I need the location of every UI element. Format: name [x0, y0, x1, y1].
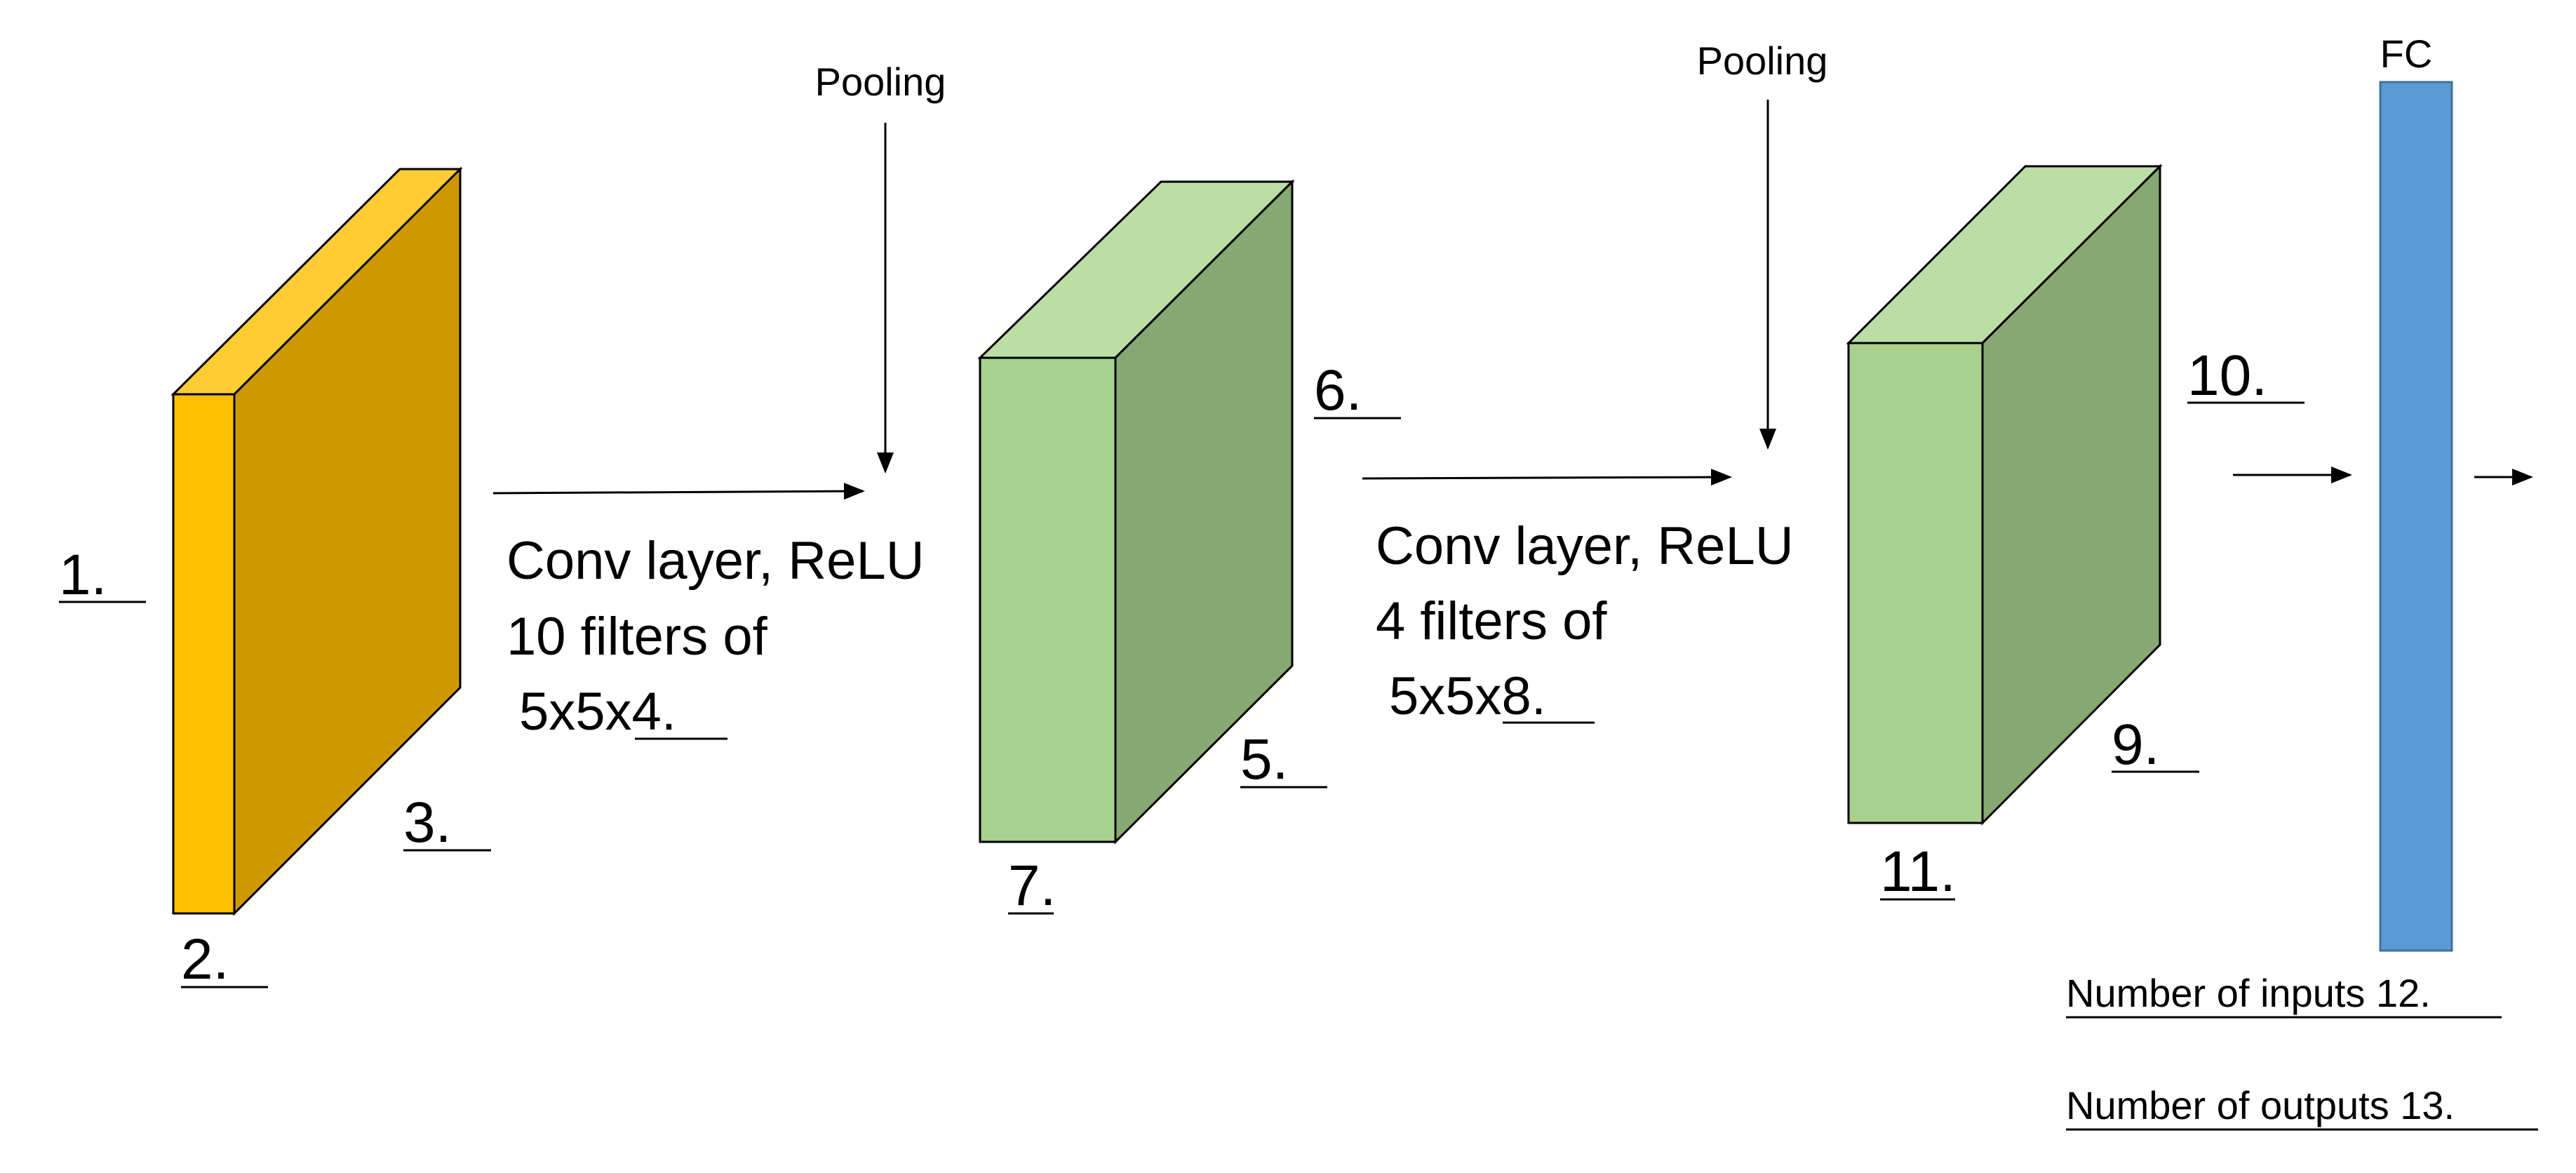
label-11-text: 11.: [1880, 840, 1956, 904]
conv1-volume-front: [979, 356, 1117, 843]
conv2-line3: 5x5x8.: [1389, 666, 1546, 726]
pooling1-label: Pooling: [815, 60, 946, 104]
label-10-text: 10.: [2187, 344, 2267, 408]
label-5-text: 5.: [1240, 728, 1288, 791]
input-volume: [170, 166, 463, 916]
conv1-description: Conv layer, ReLU 10 filters of 5x5x4.: [507, 531, 925, 742]
conv2-kernel-prefix: 5x5x: [1389, 666, 1502, 726]
label-9-text: 9.: [2112, 713, 2159, 777]
conv1-kernel-prefix: 5x5x: [519, 682, 632, 742]
conv1-kernel-depth: 4.: [632, 682, 676, 742]
conv2-line2: 4 filters of: [1376, 591, 1607, 651]
fc-title: FC: [2380, 32, 2433, 76]
label-5: 5.: [1240, 728, 1327, 791]
label-1: 1.: [59, 543, 146, 607]
conv1-line1: Conv layer, ReLU: [507, 531, 925, 591]
label-3-text: 3.: [403, 791, 451, 854]
conv2-volume-front: [1847, 342, 1984, 824]
fc-inputs-text: Number of inputs 12.: [2066, 971, 2431, 1015]
conv2-kernel-depth: 8.: [1502, 666, 1546, 726]
input-volume-front: [172, 393, 236, 915]
label-7: 7.: [1008, 854, 1056, 918]
label-6: 6.: [1314, 358, 1401, 422]
fc-outputs: Number of outputs 13.: [2066, 1083, 2538, 1131]
fc-outputs-text: Number of outputs 13.: [2066, 1083, 2455, 1127]
label-11: 11.: [1880, 840, 1956, 904]
label-2: 2.: [181, 927, 268, 991]
conv1-line2: 10 filters of: [507, 607, 768, 666]
label-3: 3.: [403, 791, 491, 854]
label-7-text: 7.: [1008, 854, 1056, 918]
label-9: 9.: [2112, 713, 2199, 777]
fc-inputs: Number of inputs 12.: [2066, 971, 2502, 1019]
label-1-text: 1.: [59, 543, 107, 607]
fc-bar: [2379, 81, 2453, 952]
conv2-description: Conv layer, ReLU 4 filters of 5x5x8.: [1376, 516, 1794, 726]
label-6-text: 6.: [1314, 358, 1362, 422]
label-2-text: 2.: [181, 927, 229, 991]
conv2-volume: [1846, 163, 2163, 826]
arrow-conv1: [492, 483, 865, 500]
label-10: 10.: [2187, 344, 2305, 408]
conv2-line1: Conv layer, ReLU: [1376, 516, 1794, 576]
pooling2-label: Pooling: [1697, 39, 1828, 83]
arrow-conv2: [1362, 469, 1732, 486]
conv1-line3: 5x5x4.: [519, 682, 676, 742]
conv1-volume: [977, 179, 1295, 845]
